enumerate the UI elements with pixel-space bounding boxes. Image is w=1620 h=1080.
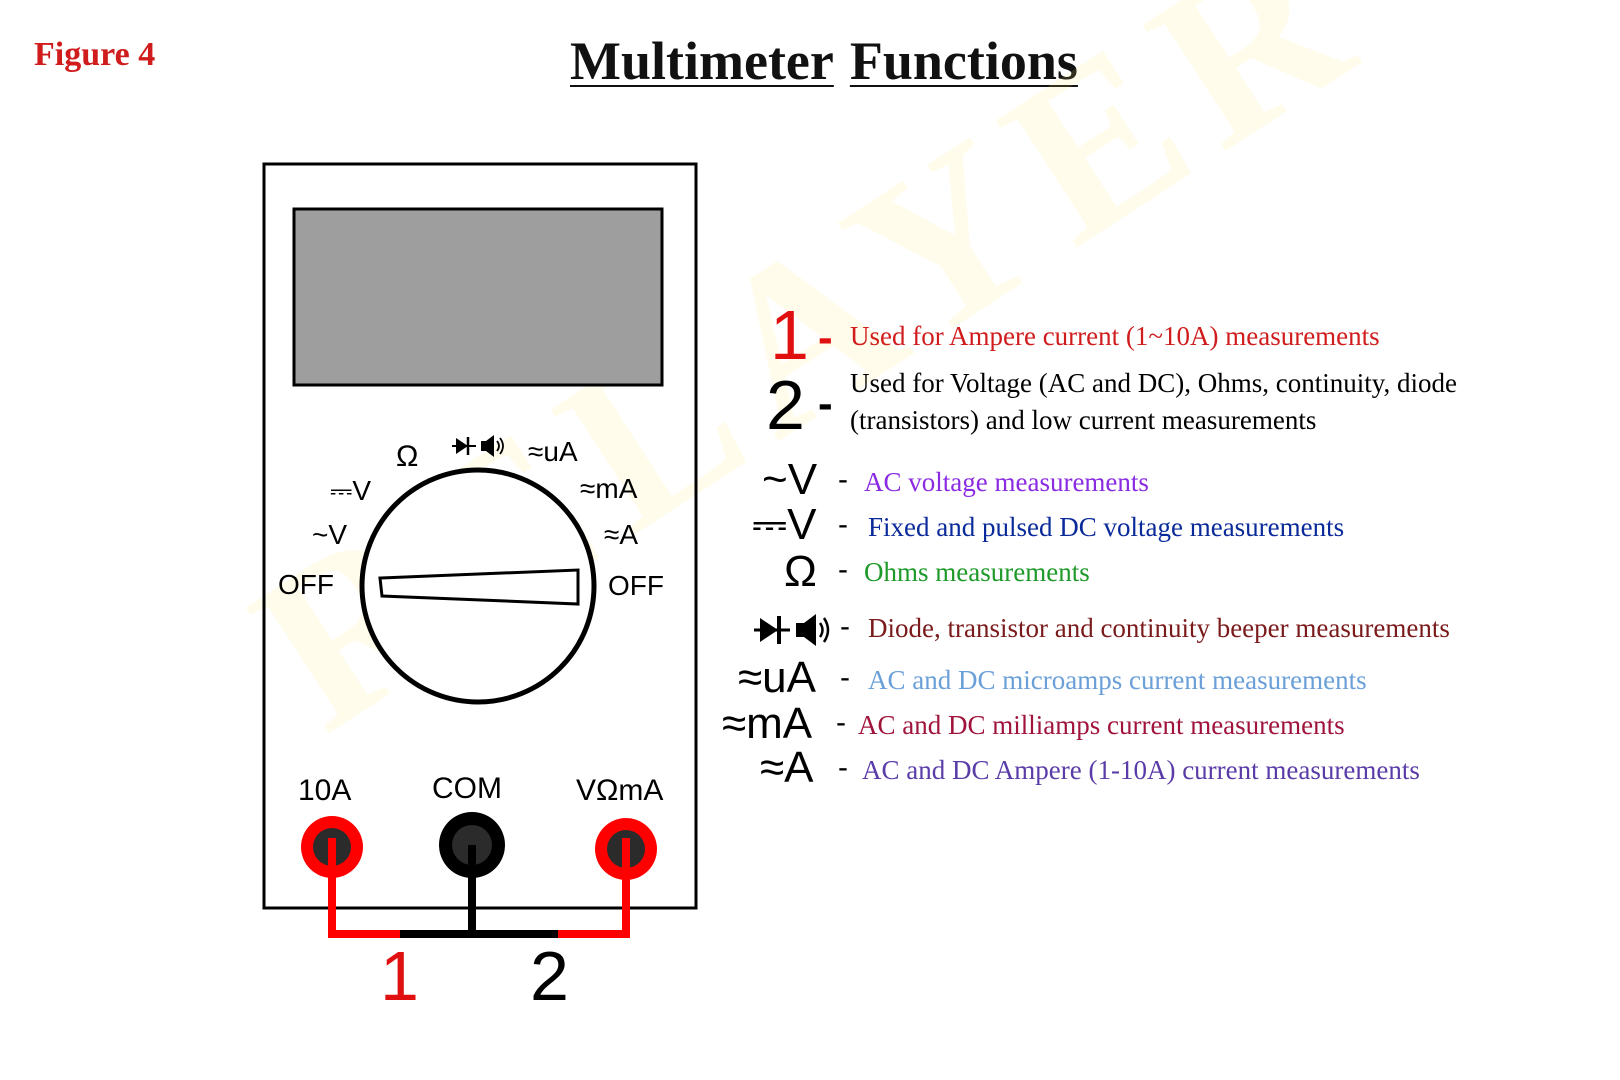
dial-diode-beeper-icon [452, 435, 504, 457]
legend-dash-ua: - [840, 661, 850, 694]
legend-dash-diode: - [840, 610, 850, 643]
figure-label: Figure 4 [34, 36, 156, 73]
lead-wire-black [400, 845, 558, 938]
legend-text-acv: AC voltage measurements [864, 467, 1149, 497]
dial-label-acv: ~V [312, 519, 347, 550]
legend-symbol-a: ≈A [760, 743, 814, 792]
legend-text-2-line1: Used for Voltage (AC and DC), Ohms, cont… [850, 368, 1457, 398]
legend-symbol-acv: ~V [762, 455, 818, 504]
legend-text-ohm: Ohms measurements [864, 557, 1090, 587]
legend-dash-dcv: - [838, 508, 848, 541]
legend-text-1: Used for Ampere current (1~10A) measurem… [850, 321, 1380, 351]
legend-symbol-dcv: ⎓V [752, 500, 817, 549]
dial-label-ohm: Ω [396, 440, 418, 473]
legend-dash-ohm: - [838, 553, 848, 586]
meter-display [292, 207, 664, 387]
legend-dash-a: - [838, 751, 848, 784]
legend-dash-acv: - [838, 463, 848, 496]
legend-dash-1: - [818, 313, 833, 362]
legend-text-diode: Diode, transistor and continuity beeper … [868, 613, 1450, 643]
dial-label-dcv: ⎓V [330, 475, 371, 506]
lead-wire-red [328, 838, 630, 938]
dial-label-ma: ≈mA [580, 473, 638, 504]
legend-dash-2: - [818, 379, 833, 428]
legend-text-dcv: Fixed and pulsed DC voltage measurements [868, 512, 1345, 542]
title-word-multimeter: Multimeter [570, 31, 834, 91]
legend-diode-beeper-icon [754, 614, 830, 646]
title-word-functions: Functions [849, 31, 1078, 91]
legend-dash-ma: - [836, 706, 846, 739]
legend-symbol-ua: ≈uA [738, 653, 816, 702]
legend-symbol-1: 1 [770, 296, 809, 374]
legend-text-2-line2: (transistors) and low current measuremen… [850, 405, 1317, 435]
dial-label-off-left: OFF [278, 569, 334, 600]
wire-number-2: 2 [530, 937, 569, 1015]
jack-label-10a: 10A [298, 774, 351, 807]
dial-label-ua: ≈uA [528, 436, 578, 467]
legend-symbol-ohm: Ω [784, 547, 817, 596]
meter-body [262, 162, 698, 910]
dial-pointer[interactable] [378, 568, 580, 606]
legend-text-a: AC and DC Ampere (1-10A) current measure… [862, 755, 1420, 785]
dial-label-a: ≈A [604, 519, 638, 550]
legend-symbol-2: 2 [766, 366, 805, 444]
jack-label-com: COM [432, 772, 502, 805]
dial-label-off-right: OFF [608, 570, 664, 601]
wire-number-1: 1 [380, 937, 419, 1015]
legend-symbol-ma: ≈mA [722, 699, 813, 748]
legend-text-ma: AC and DC milliamps current measurements [858, 710, 1345, 740]
legend-text-ua: AC and DC microamps current measurements [868, 665, 1367, 695]
jack-label-vohmma: VΩmA [576, 774, 663, 807]
